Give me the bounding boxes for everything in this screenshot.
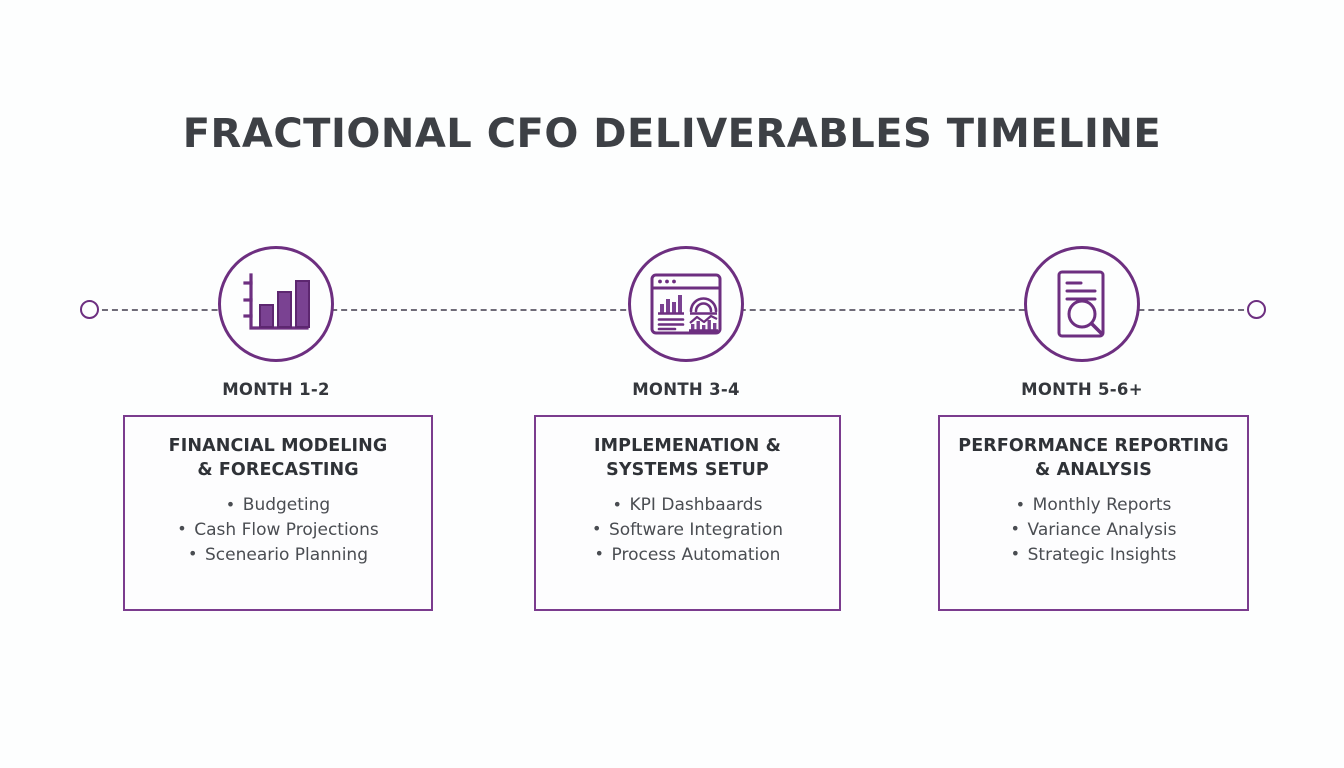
- document-search-icon: [1050, 269, 1114, 339]
- milestone-3-icon-circle: [1024, 246, 1140, 362]
- list-item: Software Integration: [592, 517, 783, 543]
- milestone-2-card-title: IMPLEMENATION & SYSTEMS SETUP: [536, 434, 839, 482]
- milestone-2-card[interactable]: IMPLEMENATION & SYSTEMS SETUP KPI Dashba…: [534, 415, 841, 611]
- milestone-1-icon-circle: [218, 246, 334, 362]
- list-item: KPI Dashbaards: [613, 493, 763, 518]
- milestone-1-deliverables-list: Budgeting Cash Flow Projections Sceneari…: [125, 493, 431, 567]
- milestone-3-deliverables-list: Monthly Reports Variance Analysis Strate…: [940, 493, 1247, 567]
- milestone-3-month-label: MONTH 5-6+: [1021, 380, 1143, 399]
- milestone-3[interactable]: MONTH 5-6+: [902, 246, 1262, 399]
- milestone-3-card[interactable]: PERFORMANCE REPORTING & ANALYSIS Monthly…: [938, 415, 1249, 611]
- dashboard-icon: [649, 271, 723, 337]
- list-item: Strategic Insights: [1011, 542, 1177, 568]
- list-item: Process Automation: [595, 542, 781, 568]
- list-item: Variance Analysis: [1011, 517, 1177, 543]
- list-item: Budgeting: [226, 493, 330, 518]
- timeline-end-marker-icon: [1247, 300, 1266, 319]
- milestone-2-month-label: MONTH 3-4: [632, 380, 740, 399]
- milestone-2-icon-circle: [628, 246, 744, 362]
- milestone-1-title-line-2: & FORECASTING: [197, 460, 359, 481]
- milestone-2-title-line-2: SYSTEMS SETUP: [606, 460, 769, 481]
- milestone-3-title-line-1: PERFORMANCE REPORTING: [958, 436, 1229, 456]
- list-item: Cash Flow Projections: [177, 517, 378, 543]
- milestone-1-month-label: MONTH 1-2: [222, 380, 330, 399]
- page-title: FRACTIONAL CFO DELIVERABLES TIMELINE: [182, 111, 1162, 157]
- list-item: Sceneario Planning: [188, 542, 368, 568]
- list-item: Monthly Reports: [1016, 493, 1172, 518]
- bar-chart-icon: [241, 271, 311, 337]
- milestone-1-card[interactable]: FINANCIAL MODELING & FORECASTING Budgeti…: [123, 415, 433, 611]
- milestone-2-title-line-1: IMPLEMENATION &: [594, 436, 781, 456]
- milestone-1[interactable]: MONTH 1-2: [96, 246, 456, 399]
- milestone-1-title-line-1: FINANCIAL MODELING: [168, 436, 388, 456]
- milestone-3-card-title: PERFORMANCE REPORTING & ANALYSIS: [940, 434, 1247, 482]
- timeline-start-marker-icon: [80, 300, 99, 319]
- milestone-3-title-line-2: & ANALYSIS: [1035, 460, 1152, 481]
- milestone-1-card-title: FINANCIAL MODELING & FORECASTING: [125, 434, 431, 482]
- milestone-2[interactable]: MONTH 3-4: [506, 246, 866, 399]
- milestone-2-deliverables-list: KPI Dashbaards Software Integration Proc…: [536, 493, 839, 567]
